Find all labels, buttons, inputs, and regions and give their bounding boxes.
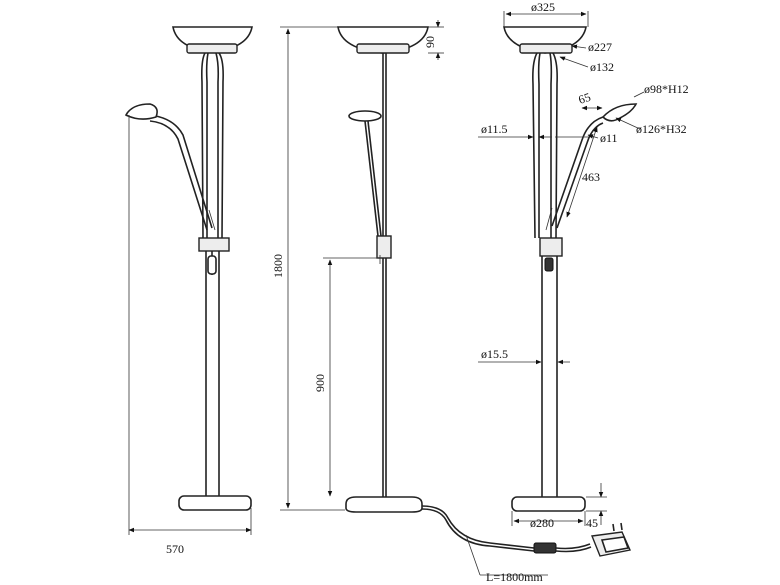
svg-text:L=1800mm: L=1800mm bbox=[486, 570, 543, 584]
dimension-bowl-height: 90 bbox=[423, 20, 444, 60]
dimension-arm-length: 463 bbox=[566, 126, 600, 218]
dimension-reading-head: ø98*H12 bbox=[633, 82, 689, 98]
lamp-detail-view bbox=[503, 26, 638, 512]
svg-text:45: 45 bbox=[586, 516, 598, 530]
power-adapter-icon bbox=[591, 522, 631, 557]
svg-text:ø15.5: ø15.5 bbox=[481, 347, 508, 361]
svg-text:ø11: ø11 bbox=[600, 131, 618, 145]
dimension-base: ø280 45 bbox=[511, 483, 607, 530]
dimension-lower-tube: ø15.5 bbox=[478, 347, 570, 365]
svg-text:90: 90 bbox=[423, 36, 437, 48]
dimension-upper-tubes: ø11.5 ø11 bbox=[478, 122, 618, 145]
svg-text:65: 65 bbox=[577, 90, 593, 107]
dimension-bowl-labels: ø227 ø132 bbox=[559, 40, 614, 74]
dimension-arm-height: 900 bbox=[313, 257, 378, 497]
power-cable bbox=[421, 505, 592, 554]
lamp-front-view bbox=[124, 26, 253, 511]
svg-text:ø11.5: ø11.5 bbox=[481, 122, 508, 136]
dimension-cable-length: L=1800mm bbox=[465, 534, 548, 584]
svg-text:ø126*H32: ø126*H32 bbox=[636, 122, 687, 136]
dimension-arm-tip: 65 bbox=[577, 90, 603, 111]
svg-text:ø98*H12: ø98*H12 bbox=[644, 82, 689, 96]
lamp-side-view bbox=[337, 26, 429, 513]
svg-text:ø132: ø132 bbox=[590, 60, 614, 74]
svg-text:900: 900 bbox=[313, 374, 327, 392]
svg-text:1800: 1800 bbox=[271, 254, 285, 278]
svg-text:ø227: ø227 bbox=[588, 40, 612, 54]
dimension-base-width: 570 bbox=[128, 115, 252, 556]
dimension-top-diameter: ø325 bbox=[503, 0, 589, 27]
svg-text:ø325: ø325 bbox=[531, 0, 555, 14]
svg-text:463: 463 bbox=[582, 170, 600, 184]
dimension-total-height: 1800 bbox=[271, 26, 350, 511]
svg-text:ø280: ø280 bbox=[530, 516, 554, 530]
dimension-reading-shade: ø126*H32 bbox=[615, 117, 687, 136]
svg-text:570: 570 bbox=[166, 542, 184, 556]
